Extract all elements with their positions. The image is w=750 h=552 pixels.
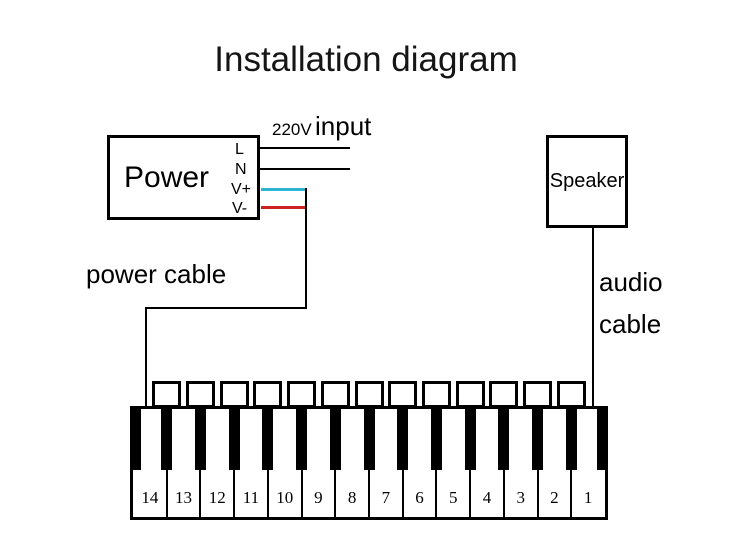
- audio-cable-line: [592, 228, 594, 407]
- audio-cable-label-line2: cable: [599, 309, 662, 339]
- key-number: 6: [415, 488, 424, 507]
- key-separator: [165, 470, 168, 517]
- white-key: 14: [133, 409, 167, 517]
- v-plus-wire: [261, 188, 307, 191]
- neutral-wire: [260, 168, 350, 170]
- connector-tab: [489, 381, 519, 408]
- power-cable-segment-drop: [145, 307, 147, 407]
- connector-tab: [320, 381, 350, 408]
- key-number: 14: [141, 488, 159, 507]
- black-key: [397, 409, 409, 470]
- black-key: [565, 409, 577, 470]
- key-number: 2: [550, 488, 559, 507]
- key-number: 1: [583, 488, 593, 507]
- key-separator: [199, 470, 202, 517]
- key-number: 11: [242, 488, 260, 507]
- black-key: [262, 409, 274, 470]
- terminal-l: L: [235, 141, 244, 158]
- key-separator: [233, 470, 236, 517]
- terminal-v-plus: V+: [231, 181, 252, 198]
- black-key: [296, 409, 308, 470]
- key-separator: [502, 470, 505, 517]
- keyboard-assembly: 14 13 12 11 10 9 8 7 6 5 4 3 2 1: [130, 381, 608, 520]
- white-key: 12: [200, 409, 234, 517]
- power-label: Power: [124, 160, 210, 194]
- white-key: 11: [234, 409, 268, 517]
- key-number: 4: [482, 488, 492, 507]
- key-separator: [435, 470, 438, 517]
- connector-tab: [253, 381, 283, 408]
- key-separator: [368, 470, 370, 517]
- connector-tab: [455, 381, 485, 408]
- black-key: [161, 409, 173, 470]
- black-key: [430, 409, 442, 470]
- black-key: [498, 409, 510, 470]
- connector-tab: [354, 381, 384, 408]
- v-minus-wire: [261, 206, 307, 209]
- key-number: 9: [314, 488, 323, 507]
- key-number: 3: [516, 488, 525, 507]
- left-edge-bar: [133, 409, 141, 470]
- connector-tab: [523, 381, 553, 408]
- input-label: input: [315, 111, 372, 141]
- speaker-label: Speaker: [549, 170, 625, 192]
- keyboard-keys: 14 13 12 11 10 9 8 7 6 5 4 3 2 1: [133, 409, 605, 517]
- white-key: 1: [571, 409, 605, 517]
- black-key: [363, 409, 375, 470]
- white-key: 2: [538, 409, 572, 517]
- key-separator: [536, 470, 539, 517]
- key-number: 13: [175, 488, 193, 507]
- key-separator: [570, 470, 573, 517]
- line-wire: [260, 147, 350, 149]
- key-number: 8: [347, 488, 357, 507]
- speaker-box: Speaker: [546, 135, 628, 228]
- terminal-n: N: [235, 161, 247, 178]
- power-supply-box: Power L N V+ V-: [107, 135, 260, 220]
- audio-cable-label-line1: audio: [599, 267, 663, 297]
- key-separator: [469, 470, 472, 517]
- key-separator: [300, 470, 303, 517]
- white-key: 13: [167, 409, 201, 517]
- black-key: [532, 409, 544, 470]
- key-number: 12: [208, 488, 226, 507]
- white-key: 3: [504, 409, 538, 517]
- key-number: 5: [449, 488, 458, 507]
- page-title: Installation diagram: [214, 40, 518, 79]
- key-separator: [401, 470, 404, 517]
- black-key: [464, 409, 476, 470]
- connector-tab: [152, 381, 182, 408]
- white-key: 7: [369, 409, 403, 517]
- connector-tab: [556, 381, 586, 408]
- key-number: 7: [381, 488, 391, 507]
- white-key: 4: [470, 409, 504, 517]
- black-key: [228, 409, 240, 470]
- black-key: [194, 409, 206, 470]
- connector-tab: [421, 381, 451, 408]
- keyboard-body: 14 13 12 11 10 9 8 7 6 5 4 3 2 1: [130, 406, 608, 520]
- key-separator: [266, 470, 269, 517]
- key-number: 10: [276, 488, 294, 507]
- power-cable-segment-down: [305, 188, 307, 309]
- voltage-label: 220V: [272, 120, 312, 139]
- black-key: [329, 409, 341, 470]
- terminal-v-minus: V-: [232, 200, 248, 217]
- right-edge-bar: [597, 409, 605, 470]
- white-key: 6: [403, 409, 437, 517]
- connector-tab: [287, 381, 317, 408]
- connector-tab: [219, 381, 249, 408]
- white-key: 5: [436, 409, 470, 517]
- connector-tab: [185, 381, 215, 408]
- white-key: 10: [268, 409, 302, 517]
- white-key: 9: [302, 409, 336, 517]
- white-key: 8: [335, 409, 369, 517]
- power-cable-label: power cable: [86, 259, 227, 289]
- key-separator: [334, 470, 337, 517]
- power-cable-segment-across: [145, 307, 307, 309]
- connector-tab: [388, 381, 418, 408]
